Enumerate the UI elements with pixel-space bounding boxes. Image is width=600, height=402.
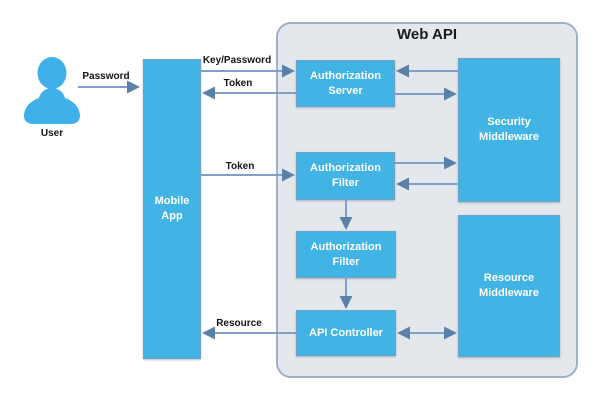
edge-label-password: Password (82, 71, 130, 82)
edge-label-key-password: Key/Password (202, 55, 272, 66)
node-authorization-filter-1: Authorization Filter (296, 152, 395, 200)
node-authorization-filter-2: Authorization Filter (296, 231, 396, 278)
node-authorization-server-label: Authorization Server (310, 69, 381, 97)
node-authorization-filter-1-label: Authorization Filter (310, 162, 381, 189)
user-icon (24, 57, 80, 124)
node-resource-middleware: Resource Middleware (458, 215, 560, 357)
node-authorization-filter-2-label: Authorization Filter (310, 240, 382, 268)
node-resource-middleware-label: Resource Middleware (479, 272, 539, 299)
web-api-title: Web API (396, 26, 457, 43)
node-authorization-server: Authorization Server (296, 60, 395, 107)
node-mobile-app: Mobile App (143, 59, 201, 359)
node-api-controller: API Controller (296, 310, 396, 356)
edge-label-resource: Resource (216, 318, 262, 329)
user-label: User (40, 128, 64, 139)
node-security-middleware-label: Security Middleware (479, 116, 539, 143)
node-security-middleware: Security Middleware (458, 58, 560, 202)
edge-label-token-send: Token (225, 161, 255, 172)
edge-label-token-return: Token (223, 78, 253, 89)
node-mobile-app-label: Mobile App (154, 195, 190, 222)
node-api-controller-label: API Controller (309, 326, 383, 339)
